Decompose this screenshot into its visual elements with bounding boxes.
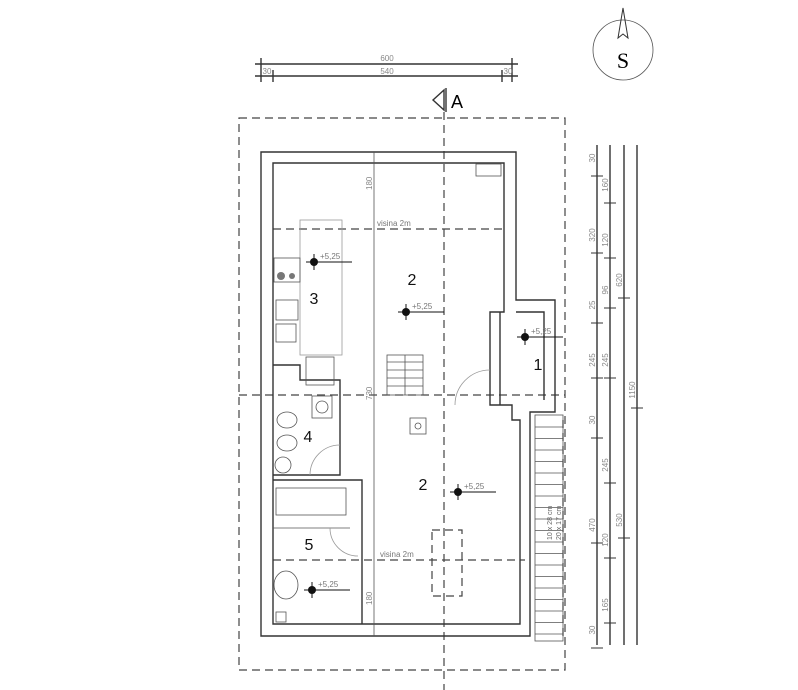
bathtub-icon [275,487,347,516]
elevation-label: +5,25 [531,327,552,336]
fixtures [273,163,502,623]
toilet-icon [276,411,298,429]
room-number-3: 3 [310,291,319,308]
dim-label: 30 [588,625,597,634]
stair-label-2: 20 x 17 cm [556,506,563,540]
room-number-5: 5 [305,537,314,554]
dim-inner-width: 540 [380,67,394,76]
dim-upper: 180 [365,176,374,190]
dim-label: 160 [601,178,610,192]
dim-label: 30 [588,415,597,424]
height-note-lower: visina 2m [380,550,414,559]
height-note-upper: visina 2m [377,219,411,228]
washing-machine-icon [305,356,335,386]
dim-label: 120 [601,533,610,547]
elevation-label: +5,25 [318,580,339,589]
room-number-2-upper: 2 [408,272,417,289]
roof-outline [238,117,566,671]
interior-walls [273,152,375,636]
section-marker: A [431,88,463,112]
elevation-marker: +5,25 [450,482,496,500]
dim-label: 1150 [628,381,637,399]
toilet-icon-2 [273,570,299,600]
dim-label: 245 [601,458,610,472]
kitchen-sink-icon [275,299,299,321]
internal-stair [386,354,424,396]
right-dimension-chain: 30 320 25 245 30 470 30 160 120 96 245 245 120 165 620… [588,145,643,649]
top-dimension: 600 540 30 30 [255,54,518,82]
dim-label: 25 [588,300,597,309]
dim-label: 620 [615,273,624,287]
dim-middle: 730 [365,386,374,400]
bidet-icon [276,434,298,452]
elevation-label: +5,25 [320,252,341,261]
stair-label-1: 10 x 28 cm [547,506,554,540]
dim-label: 30 [588,153,597,162]
elevation-marker: +5,25 [306,252,352,270]
dim-label: 165 [601,598,610,612]
skylight-outline [431,529,463,597]
dim-lower: 180 [365,591,374,605]
room-number-1: 1 [534,357,543,374]
section-label: A [451,92,463,112]
dim-label: 320 [588,228,597,242]
sink-icon [475,163,502,177]
exterior-walls [260,151,556,637]
elevation-label: +5,25 [464,482,485,491]
compass-label: S [617,48,629,73]
stove-icon [273,257,301,283]
elevation-marker: +5,25 [304,580,350,598]
dim-right-wall: 30 [504,67,513,76]
dim-label: 96 [601,285,610,294]
external-stair: 10 x 28 cm 20 x 17 cm [534,414,564,642]
north-arrow-compass: S [592,7,654,81]
dim-label: 120 [601,233,610,247]
chimney-icon [409,417,427,435]
dim-label: 245 [601,353,610,367]
dim-label: 470 [588,518,597,532]
dim-overall-width: 600 [380,54,394,63]
dim-label: 530 [615,513,624,527]
elevation-marker: +5,25 [517,327,563,345]
elevation-marker: +5,25 [398,302,444,320]
dim-label: 245 [588,353,597,367]
room-number-4: 4 [304,429,313,446]
elevation-label: +5,25 [412,302,433,311]
room-number-2-lower: 2 [419,477,428,494]
dim-left-wall: 30 [263,67,272,76]
